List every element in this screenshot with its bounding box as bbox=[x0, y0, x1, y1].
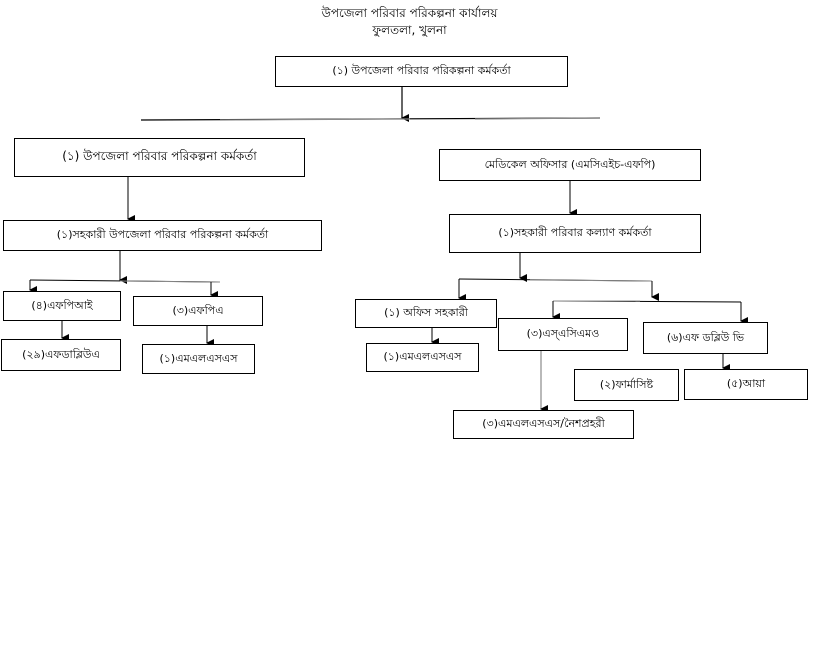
box-fpi: (৪)এফপিআই bbox=[3, 291, 121, 321]
box-office-assistant: (১) অফিস সহকারী bbox=[355, 299, 497, 328]
box-upazila-fp-officer-top: (১) উপজেলা পরিবার পরিকল্পনা কর্মকর্তা bbox=[275, 56, 568, 87]
box-fpa: (৩)এফপিএ bbox=[133, 296, 263, 326]
box-assistant-upazila-fp-officer: (১)সহকারী উপজেলা পরিবার পরিকল্পনা কর্মকর… bbox=[3, 220, 322, 251]
office-location: ফুলতলা, খুলনা bbox=[372, 23, 447, 37]
box-assistant-fw-officer: (১)সহকারী পরিবার কল্যাণ কর্মকর্তা bbox=[449, 214, 701, 253]
office-title: উপজেলা পরিবার পরিকল্পনা কার্যালয় bbox=[321, 6, 498, 20]
box-fwv: (৬)এফ ডব্লিউ ভি bbox=[643, 322, 768, 354]
connector-left-split-faded bbox=[119, 280, 221, 283]
box-mlss-left: (১)এমএলএসএস bbox=[142, 344, 255, 374]
box-mlss-night-guard: (৩)এমএলএসএস/নৈশপ্রহরী bbox=[453, 410, 634, 439]
divider-line-faded-right bbox=[474, 117, 601, 120]
box-mlss-office: (১)এমএলএসএস bbox=[366, 343, 479, 372]
connector-right-split-faded bbox=[529, 279, 653, 282]
box-pharmacist: (২)ফার্মাসিষ্ট bbox=[574, 369, 679, 401]
box-sacmo: (৩)এস্এসিএমও bbox=[498, 318, 628, 351]
box-upazila-fp-officer: (১) উপজেলা পরিবার পরিকল্পনা কর্মকর্তা bbox=[14, 138, 305, 177]
box-medical-officer: মেডিকেল অফিসার (এমসিএইচ-এফপি) bbox=[439, 149, 701, 181]
box-fwa: (২৯)এফডাব্লিউএ bbox=[1, 339, 121, 371]
divider-line-faded bbox=[219, 118, 411, 121]
box-aya: (৫)আয়া bbox=[684, 369, 808, 400]
